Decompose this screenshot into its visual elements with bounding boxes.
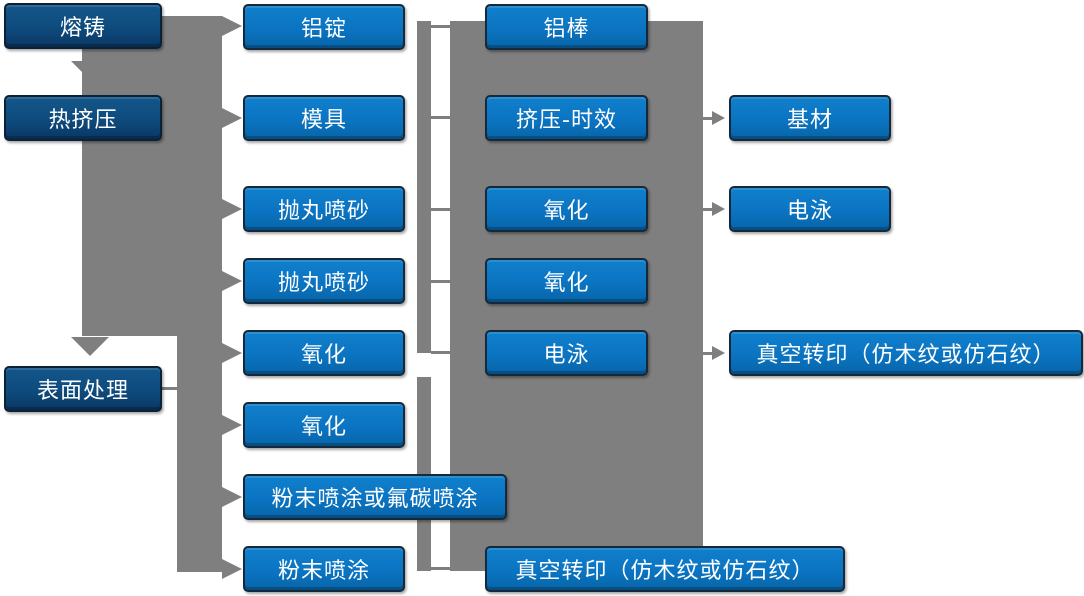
node-extrusion-aging: 挤压-时效 bbox=[485, 95, 648, 141]
connector-left-narrow-trunk bbox=[177, 16, 222, 572]
node-melt-casting: 熔铸 bbox=[4, 3, 162, 49]
node-surface-treatment: 表面处理 bbox=[4, 366, 162, 412]
flow-arrow-stem bbox=[703, 352, 713, 355]
node-electrophoresis-2: 电泳 bbox=[729, 186, 891, 232]
node-powder-coating: 粉末喷涂 bbox=[243, 546, 405, 592]
node-aluminum-rod: 铝棒 bbox=[485, 4, 648, 50]
connector-tick-line bbox=[417, 25, 450, 28]
flow-arrow-down-icon bbox=[71, 61, 109, 80]
node-aluminum-ingot: 铝锭 bbox=[243, 4, 405, 50]
flow-arrow-right-icon bbox=[222, 559, 242, 579]
node-vacuum-transfer-2: 真空转印（仿木纹或仿石纹） bbox=[729, 330, 1083, 376]
node-powder-or-fluorocarbon-coating: 粉末喷涂或氟碳喷涂 bbox=[243, 474, 507, 520]
node-mold: 模具 bbox=[243, 95, 405, 141]
flow-arrow-right-icon bbox=[222, 271, 242, 291]
flow-arrow-stem bbox=[703, 208, 713, 211]
node-oxidation-3: 氧化 bbox=[485, 186, 648, 232]
connector-mid-bar-upper bbox=[417, 21, 431, 353]
flow-arrow-stem bbox=[703, 117, 713, 120]
node-oxidation-1: 氧化 bbox=[243, 330, 405, 376]
flow-arrow-right-icon bbox=[712, 202, 725, 216]
node-electrophoresis-1: 电泳 bbox=[485, 330, 648, 376]
connector-tick-line bbox=[431, 280, 450, 283]
flow-arrow-right-icon bbox=[222, 415, 242, 435]
flow-arrow-right-icon bbox=[222, 16, 242, 36]
node-shot-blasting-1: 抛丸喷砂 bbox=[243, 186, 405, 232]
flow-arrow-right-icon bbox=[712, 111, 725, 125]
node-vacuum-transfer-1: 真空转印（仿木纹或仿石纹） bbox=[485, 546, 845, 592]
connector-tick-line bbox=[431, 116, 450, 119]
flow-arrow-down-icon bbox=[71, 337, 109, 356]
connector-tick-line bbox=[431, 208, 450, 211]
node-oxidation-2: 氧化 bbox=[243, 402, 405, 448]
node-base-material: 基材 bbox=[729, 95, 891, 141]
flow-arrow-right-icon bbox=[222, 487, 242, 507]
node-oxidation-4: 氧化 bbox=[485, 258, 648, 304]
node-hot-extrusion: 热挤压 bbox=[4, 95, 162, 141]
flow-arrow-right-icon bbox=[222, 108, 242, 128]
connector-tick-line bbox=[162, 387, 178, 390]
connector-tick-line bbox=[431, 351, 450, 354]
node-shot-blasting-2: 抛丸喷砂 bbox=[243, 258, 405, 304]
flow-arrow-right-icon bbox=[222, 343, 242, 363]
flow-arrow-right-icon bbox=[222, 199, 242, 219]
flow-arrow-right-icon bbox=[712, 346, 725, 360]
connector-tick-line bbox=[431, 567, 450, 570]
